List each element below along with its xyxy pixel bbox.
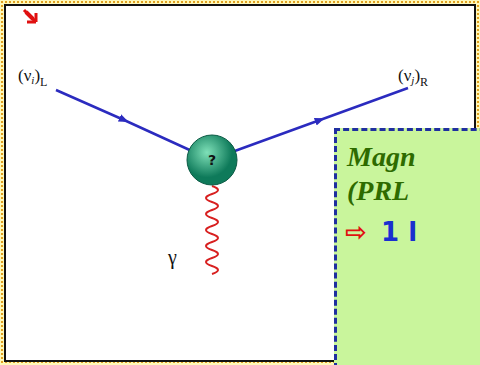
callout-reference: (PRL <box>347 175 409 207</box>
pointer-arrow <box>24 10 36 22</box>
outgoing-particle-label: (νj)R <box>398 66 428 90</box>
label-part: j <box>411 74 414 86</box>
incoming-particle-label: (νi)L <box>18 66 47 90</box>
callout-heading: Magn <box>347 141 415 173</box>
callout-box: Magn(PRL ⇨ 1 l <box>334 128 480 365</box>
pointer-arrow-shaft <box>26 12 33 19</box>
label-part: (ν <box>398 66 411 86</box>
label-part: R <box>420 75 428 90</box>
vertex-mark: ? <box>186 134 238 186</box>
incoming-line <box>56 90 194 152</box>
label-part: i <box>31 74 34 86</box>
label-part: (ν <box>18 66 31 86</box>
photon-label: γ <box>168 246 177 269</box>
label-part: ) <box>414 66 420 86</box>
label-part: L <box>40 75 47 90</box>
callout-value: 1 l <box>381 217 417 247</box>
label-part: γ <box>168 246 177 269</box>
vertex-circle: ? <box>186 134 238 186</box>
callout-arrow: ⇨ <box>345 217 367 247</box>
label-part: ) <box>34 66 40 86</box>
photon-line <box>206 186 218 274</box>
